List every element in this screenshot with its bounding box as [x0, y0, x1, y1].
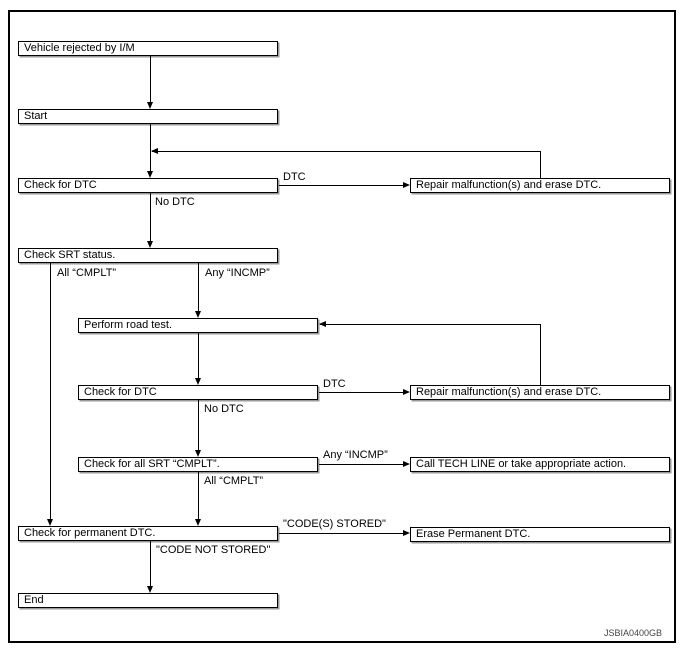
connector-repair-2-return-vertical — [540, 324, 541, 385]
arrowhead-road-test-to-check-dtc-2 — [195, 378, 201, 385]
node-end: End — [18, 593, 278, 608]
connector-any-incmp-branch — [319, 464, 403, 465]
edge-label-dtc-1: DTC — [283, 171, 306, 183]
connector-dtc-1-branch — [279, 185, 403, 186]
edge-label-any-incmp-2: Any “INCMP” — [323, 449, 388, 461]
connector-repair-1-return-horizontal — [152, 151, 541, 152]
arrowhead-check-dtc-2-to-all-srt — [195, 450, 201, 457]
arrowhead-dtc-1-branch — [403, 182, 410, 188]
node-call-tech-line: Call TECH LINE or take appropriate actio… — [410, 457, 670, 472]
arrowhead-vehicle-to-start — [147, 102, 153, 109]
connector-check-dtc-2-to-all-srt — [198, 400, 199, 450]
node-repair-erase-dtc-1: Repair malfunction(s) and erase DTC. — [410, 178, 670, 193]
node-vehicle-rejected: Vehicle rejected by I/M — [18, 41, 278, 56]
arrowhead-repair-2-return — [319, 321, 326, 327]
node-start: Start — [18, 109, 278, 124]
connector-repair-1-return-vertical — [540, 151, 541, 178]
edge-label-codes-stored: "CODE(S) STORED" — [283, 518, 386, 530]
connector-vehicle-to-start — [150, 56, 151, 102]
connector-all-srt-to-permanent — [198, 472, 199, 519]
edge-label-dtc-2: DTC — [323, 378, 346, 390]
diagram-border — [8, 10, 676, 643]
node-check-permanent-dtc: Check for permanent DTC. — [18, 526, 278, 541]
arrowhead-check-dtc-1-to-srt — [147, 241, 153, 248]
arrowhead-all-srt-to-permanent — [195, 519, 201, 526]
arrowhead-permanent-to-end — [147, 586, 153, 593]
figure-code-watermark: JSBIA0400GB — [603, 628, 662, 638]
connector-check-dtc-1-to-srt — [150, 193, 151, 241]
edge-label-code-not-stored: "CODE NOT STORED" — [156, 544, 271, 556]
edge-label-all-cmplt-1: All “CMPLT” — [57, 267, 117, 279]
node-check-dtc-1: Check for DTC — [18, 178, 278, 193]
arrowhead-any-incmp-branch — [403, 461, 410, 467]
connector-codes-stored-branch — [279, 533, 403, 534]
arrowhead-start-to-check-dtc-1 — [147, 171, 153, 178]
arrowhead-repair-1-return — [151, 148, 158, 154]
connector-srt-to-road-test — [198, 263, 199, 311]
edge-label-no-dtc-2: No DTC — [204, 403, 244, 415]
node-check-dtc-2: Check for DTC — [78, 385, 318, 400]
arrowhead-srt-to-road-test — [195, 311, 201, 318]
edge-label-any-incmp-1: Any “INCMP” — [205, 267, 270, 279]
node-repair-erase-dtc-2: Repair malfunction(s) and erase DTC. — [410, 385, 670, 400]
arrowhead-srt-to-permanent — [47, 519, 53, 526]
edge-label-no-dtc-1: No DTC — [155, 196, 195, 208]
connector-srt-to-permanent — [50, 263, 51, 519]
node-check-all-srt-cmplt: Check for all SRT “CMPLT”. — [78, 457, 318, 472]
edge-label-all-cmplt-2: All “CMPLT” — [204, 475, 264, 487]
arrowhead-codes-stored-branch — [403, 530, 410, 536]
connector-start-to-check-dtc-1 — [150, 124, 151, 171]
connector-repair-2-return-horizontal — [320, 324, 541, 325]
node-perform-road-test: Perform road test. — [78, 318, 318, 333]
connector-permanent-to-end — [150, 541, 151, 586]
node-check-srt-status: Check SRT status. — [18, 248, 278, 263]
arrowhead-dtc-2-branch — [403, 389, 410, 395]
connector-dtc-2-branch — [319, 392, 403, 393]
connector-road-test-to-check-dtc-2 — [198, 333, 199, 378]
node-erase-permanent-dtc: Erase Permanent DTC. — [410, 527, 670, 542]
